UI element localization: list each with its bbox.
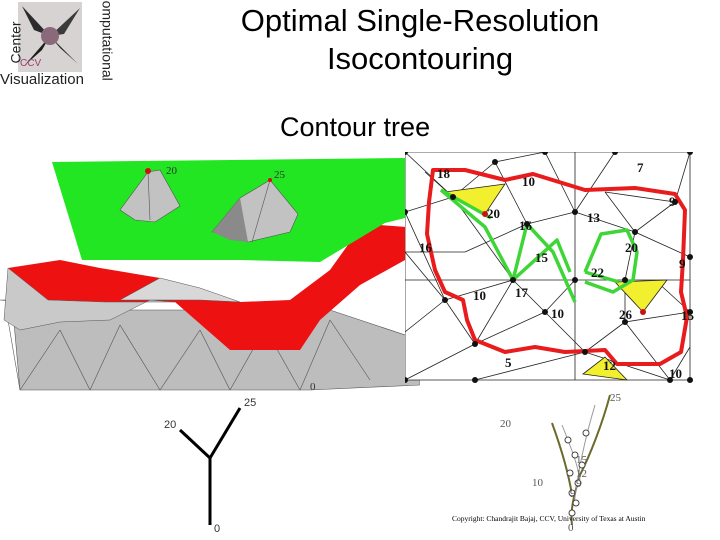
- peak-label-20: 20: [166, 165, 178, 177]
- section-subtitle: Contour tree: [280, 112, 431, 142]
- logo-visualization-word: Visualization: [0, 71, 84, 88]
- curve-label-12: 12: [576, 468, 587, 480]
- curve-label-9: 9: [576, 478, 582, 490]
- grid-label: 12: [603, 358, 616, 373]
- tree-curve-left: [551, 422, 573, 496]
- terrain-cut-left: [3, 267, 176, 331]
- grid-label: 16: [419, 240, 433, 255]
- title-line-2: Isocontouring: [326, 41, 514, 76]
- grid-label: 22: [591, 265, 604, 280]
- tree-nodes: [564, 429, 590, 517]
- copyright-notice: Copyright: Chandrajit Bajaj, CCV, Univer…: [452, 514, 646, 523]
- logo-computational-word: Computational: [99, 0, 116, 81]
- augmented-contour-tree: 25 20 15 12 9 10 9 0: [500, 392, 622, 534]
- logo-graphic: [18, 2, 82, 72]
- grid-label: 20: [487, 206, 500, 221]
- grid-label: 13: [587, 210, 601, 225]
- peak-label-25: 25: [274, 169, 286, 181]
- grid-label: 9: [669, 194, 676, 209]
- grid-label: 10: [522, 174, 535, 189]
- logo-shard: [24, 36, 50, 66]
- base-label-0: 0: [310, 381, 316, 393]
- grid-peak-marker-20: [482, 211, 488, 217]
- grid-label: 16: [519, 218, 533, 233]
- y-contour-tree: 25 20 0: [164, 397, 256, 535]
- grid-label: 17: [515, 285, 529, 300]
- curve-label-9b: 9: [570, 488, 576, 500]
- logo-core: [41, 27, 59, 45]
- logo-shard: [50, 36, 78, 64]
- grid-labels: 18 10 7 20 16 13 9 16 15 20 22 9 17 10 1…: [419, 160, 695, 381]
- yellow-region-right: [614, 279, 668, 313]
- tree-label-20: 20: [164, 419, 176, 431]
- ccv-logo: Center Computational Visualization CCV: [0, 0, 116, 92]
- tree-left-branch: [178, 428, 212, 460]
- curve-label-25: 25: [610, 392, 622, 404]
- contour-grid-diagram: 18 10 7 20 16 13 9 16 15 20 22 9 17 10 1…: [405, 152, 695, 383]
- grid-vertices: [405, 152, 693, 383]
- isosurface-illustration: 20 25 0: [0, 158, 420, 393]
- page-title: Optimal Single-Resolution Isocontouring: [160, 2, 680, 78]
- grid-label: 9: [679, 256, 686, 271]
- grid-label: 20: [625, 240, 638, 255]
- curve-label-10: 10: [532, 477, 544, 489]
- grid-background: [405, 152, 690, 380]
- grid-label: 15: [535, 250, 549, 265]
- yellow-region-bottom: [581, 356, 629, 381]
- logo-shard: [50, 8, 80, 36]
- tree-label-25: 25: [244, 397, 256, 409]
- curve-label-0: 0: [568, 522, 574, 534]
- grid-label: 10: [473, 288, 486, 303]
- red-plane: [8, 225, 420, 350]
- red-contour-line: [425, 168, 689, 366]
- grid-label: 7: [637, 160, 644, 175]
- grid-label: 10: [669, 366, 682, 381]
- grid-peak-marker-26: [640, 309, 646, 315]
- curve-label-15: 15: [576, 454, 588, 466]
- curve-label-20: 20: [500, 418, 512, 430]
- right-peak-edge: [251, 179, 271, 243]
- grid-label: 5: [505, 355, 512, 370]
- grid-label: 15: [681, 308, 695, 323]
- left-peak-marker: [145, 168, 151, 174]
- right-peak-shadow: [212, 198, 248, 242]
- grid-label: 18: [437, 166, 451, 181]
- logo-badge: CCV: [20, 58, 42, 69]
- title-line-1: Optimal Single-Resolution: [240, 3, 600, 38]
- logo-shard: [22, 6, 50, 36]
- left-peak-edge: [147, 171, 151, 221]
- terrain-ridge: [119, 277, 241, 303]
- grid-label: 10: [551, 306, 564, 321]
- tree-label-0: 0: [214, 523, 220, 535]
- tree-curve-inner: [573, 404, 596, 506]
- green-isolines: [439, 188, 639, 303]
- right-peak-marker: [268, 178, 272, 182]
- grid-label: 26: [619, 307, 633, 322]
- tree-right-branch: [208, 407, 242, 459]
